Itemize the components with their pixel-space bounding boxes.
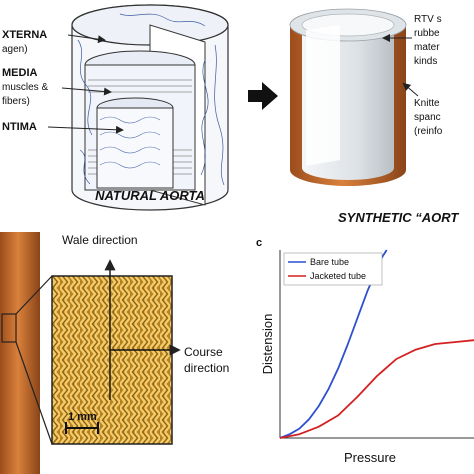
material-label-line-1: RTV s [414, 14, 442, 25]
panel-label: c [256, 237, 262, 249]
transition-arrow-icon [248, 82, 278, 110]
legend: Bare tube Jacketed tube [283, 252, 383, 286]
knit-micrograph: 1 mm [51, 259, 181, 445]
reinforcement-pointer [402, 82, 419, 97]
externa-pointer [67, 34, 106, 44]
legend-label-bare-tube: Bare tube [310, 257, 349, 267]
reinforcement-label-line-3: (reinfo [414, 126, 443, 137]
synthetic-aorta-caption: SYNTHETIC “AORT [338, 210, 459, 225]
material-label-line-3: mater [414, 42, 440, 53]
reinforcement-label-line-1: Knitte [414, 98, 440, 109]
natural-aorta-illustration [71, 4, 229, 211]
natural-aorta-caption: NATURAL AORTA [95, 188, 205, 203]
media-sub-label-1: muscles & [2, 82, 48, 93]
course-direction-label-2: direction [184, 361, 229, 375]
x-axis-label: Pressure [344, 450, 396, 465]
legend-box [283, 252, 383, 286]
series-line-jacketed-tube [279, 339, 474, 439]
material-label-line-2: rubbe [414, 28, 440, 39]
media-sub-label-2: fibers) [2, 96, 30, 107]
material-label-line-4: kinds [414, 56, 437, 67]
wale-direction-label: Wale direction [62, 233, 138, 247]
intima-pointer [47, 125, 124, 134]
y-axis-label: Distension [260, 314, 275, 375]
synthetic-aorta-illustration [289, 8, 407, 186]
scale-bar-label: 1 mm [68, 411, 97, 423]
reinforcement-label-line-2: spanc [414, 112, 441, 123]
externa-label: XTERNA [2, 29, 47, 41]
distension-chart: c Pressure Distension Bare tube Jacketed… [256, 237, 474, 465]
media-label: MEDIA [2, 67, 38, 79]
course-direction-label-1: Course [184, 345, 223, 359]
externa-sub-label: agen) [2, 44, 28, 55]
media-pointer [61, 87, 112, 96]
natural-layer-labels: XTERNA agen) MEDIA muscles & fibers) NTI… [2, 29, 205, 203]
legend-label-jacketed-tube: Jacketed tube [310, 271, 366, 281]
intima-label: NTIMA [2, 121, 37, 133]
synthetic-labels: RTV s rubbe mater kinds Knitte spanc (re… [338, 14, 459, 225]
knitted-tube-illustration [0, 232, 53, 474]
